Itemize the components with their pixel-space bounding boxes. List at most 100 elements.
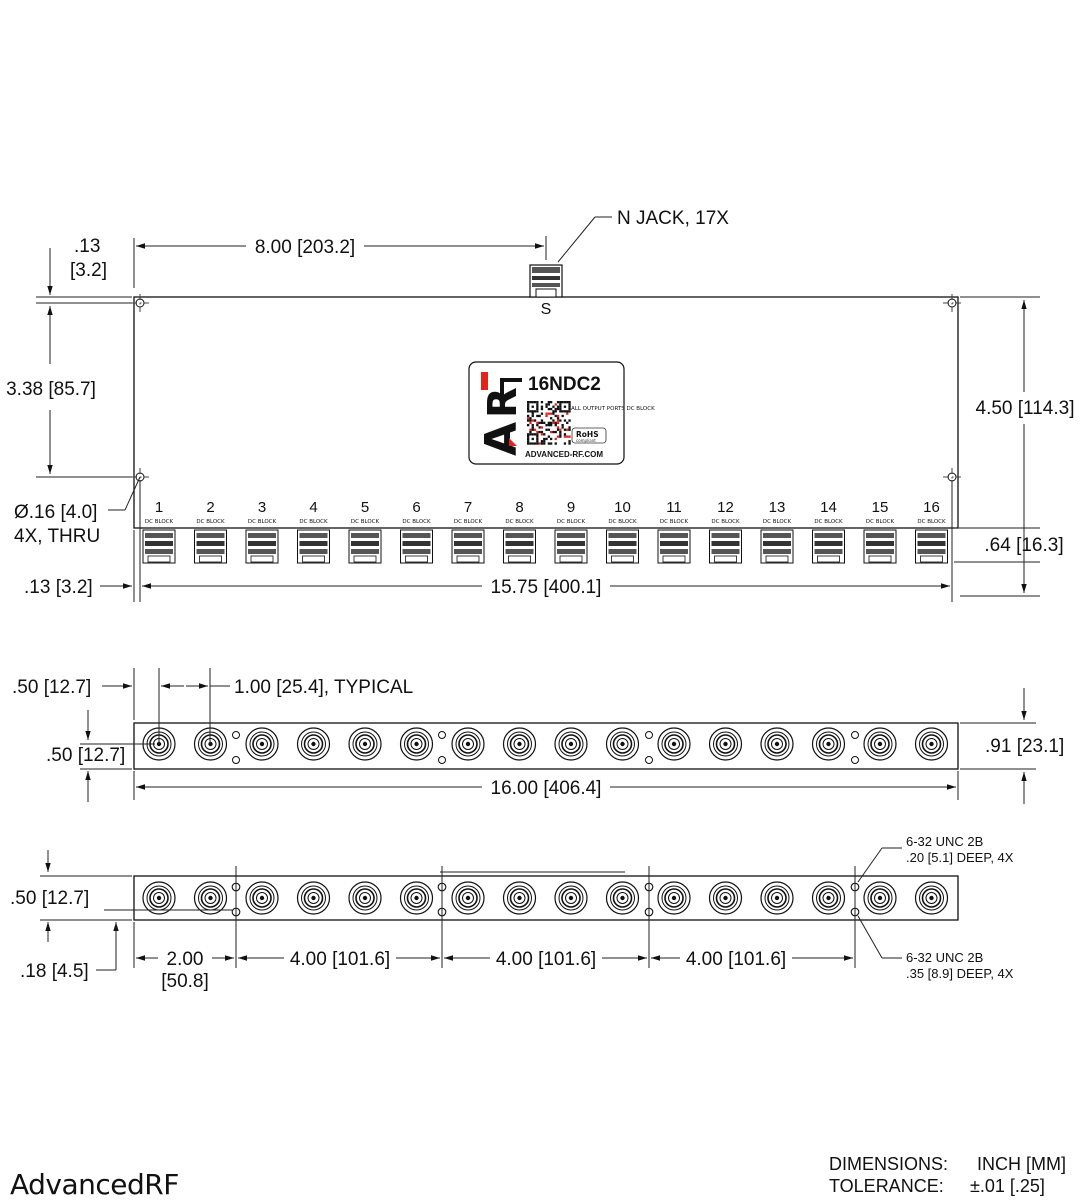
mounting-holes	[131, 294, 961, 486]
port-number: 11	[666, 499, 682, 516]
website: ADVANCED-RF.COM	[525, 450, 603, 459]
output-port: 9 DC BLOCK	[554, 499, 588, 564]
dim-tap-offset: .18 [4.5]	[20, 961, 89, 982]
dim-first-b: [50.8]	[161, 971, 209, 992]
connector-face	[502, 727, 537, 761]
dim-edge: .50 [12.7]	[12, 677, 91, 698]
connector-face	[605, 881, 640, 915]
port-number: 6	[412, 499, 420, 516]
rohs-mark: RoHS	[576, 430, 599, 439]
port-number: 7	[464, 499, 472, 516]
bottom-view: .50 [12.7] .18 [4.5] 2.00 [50.8] 4.00 [1…	[10, 834, 1014, 992]
tolerance-value: ±.01 [.25]	[970, 1176, 1045, 1196]
connector-face	[193, 881, 228, 915]
dim-spacing-1: 4.00 [101.6]	[290, 949, 390, 970]
model-number: 16NDC2	[528, 374, 601, 395]
connector-face	[605, 727, 640, 761]
connector-face	[657, 881, 691, 915]
connector-face	[348, 881, 382, 915]
connector-face	[502, 881, 537, 915]
dim-hole-qty: 4X, THRU	[14, 526, 100, 547]
connector-face	[863, 881, 897, 915]
front-small-hole	[851, 756, 859, 764]
port-dc-block-label: DC BLOCK	[505, 519, 534, 525]
connector-face	[863, 727, 897, 761]
mounting-hole	[131, 294, 149, 312]
dim-depth: .91 [23.1]	[985, 736, 1064, 757]
port-dc-block-label: DC BLOCK	[608, 519, 637, 525]
port-dc-block-label: DC BLOCK	[145, 519, 174, 525]
port-dc-block-label: DC BLOCK	[557, 519, 586, 525]
qr-code	[527, 401, 571, 445]
connector-face	[554, 727, 588, 761]
output-port: 3 DC BLOCK	[245, 499, 279, 564]
port-number: 14	[820, 499, 837, 516]
connector-face	[399, 881, 434, 915]
connector-face	[451, 881, 485, 915]
connector-face	[296, 881, 331, 915]
front-small-hole	[232, 731, 240, 739]
product-label: A R 16NDC2 ALL OUTPUT PORTS DC BLOCK RoH…	[468, 361, 655, 465]
mounting-hole	[943, 294, 961, 312]
port-number: 5	[361, 499, 369, 516]
port-dc-block-label: DC BLOCK	[248, 519, 277, 525]
dim-connector-len: .64 [16.3]	[984, 535, 1063, 556]
dim-center-height-bottom: .50 [12.7]	[10, 888, 89, 909]
output-port: 7 DC BLOCK	[451, 499, 485, 564]
port-number: 1	[155, 499, 163, 516]
port-number: 10	[614, 499, 631, 516]
output-port: 4DC BLOCK	[297, 499, 330, 564]
connector-face	[451, 727, 485, 761]
n-jack-callout: N JACK, 17X	[617, 208, 729, 229]
connector-face	[657, 727, 691, 761]
connector-face	[708, 727, 743, 761]
port-number: 3	[258, 499, 266, 516]
dim-hole-dia: Ø.16 [4.0]	[14, 502, 97, 523]
connector-face	[811, 727, 846, 761]
connector-face	[142, 881, 176, 915]
connector-face	[760, 727, 794, 761]
port-dc-block-label: DC BLOCK	[866, 519, 895, 525]
connector-face	[914, 881, 949, 915]
dim-common-offset: 8.00 [203.2]	[255, 237, 355, 258]
top-view: S N JACK, 17X 8.00 [203.2] .13 [3.2] 3.3…	[6, 208, 1074, 602]
port-dc-block-label: DC BLOCK	[454, 519, 483, 525]
dim-hole-spacing-h: 15.75 [400.1]	[491, 577, 602, 598]
dim-hole-side: .13 [3.2]	[24, 577, 93, 598]
port-note: ALL OUTPUT PORTS DC BLOCK	[571, 406, 655, 412]
output-port: 10 DC BLOCK	[606, 499, 639, 564]
output-port: 16 DC BLOCK	[915, 499, 948, 564]
connector-face	[708, 881, 743, 915]
output-port: 6DC BLOCK	[400, 499, 433, 564]
port-number: 2	[206, 499, 214, 516]
connector-face	[348, 727, 382, 761]
port-number: 13	[769, 499, 786, 516]
bottom-view-housing	[133, 875, 959, 921]
front-view-housing	[133, 722, 959, 770]
dim-hole-top-b: [3.2]	[70, 260, 107, 281]
port-number: 12	[717, 499, 734, 516]
front-small-hole	[645, 731, 653, 739]
arf-logo: A R	[476, 372, 527, 456]
brand-logo: AdvancedRF	[10, 1168, 179, 1200]
connector-face	[399, 727, 434, 761]
dim-center-height-front: .50 [12.7]	[46, 745, 125, 766]
front-small-hole	[438, 731, 446, 739]
output-port: 1 DC BLOCK	[142, 499, 176, 564]
port-dc-block-label: DC BLOCK	[196, 519, 225, 525]
tap-bottom-line2: .35 [8.9] DEEP, 4X	[906, 966, 1014, 981]
dim-spacing-3: 4.00 [101.6]	[686, 949, 786, 970]
port-number: 16	[923, 499, 940, 516]
port-dc-block-label: DC BLOCK	[660, 519, 689, 525]
port-dc-block-label: DC BLOCK	[917, 519, 946, 525]
port-number: 9	[567, 499, 575, 516]
dim-first-a: 2.00	[167, 949, 204, 970]
port-number: 4	[309, 499, 317, 516]
tolerance-label: TOLERANCE:	[829, 1176, 944, 1196]
connector-face	[914, 727, 949, 761]
connector-face	[811, 881, 846, 915]
front-view: .50 [12.7] 1.00 [25.4], TYPICAL .50 [12.…	[12, 668, 1064, 804]
footer: AdvancedRF DIMENSIONS: INCH [MM] TOLERAN…	[10, 1154, 1066, 1200]
